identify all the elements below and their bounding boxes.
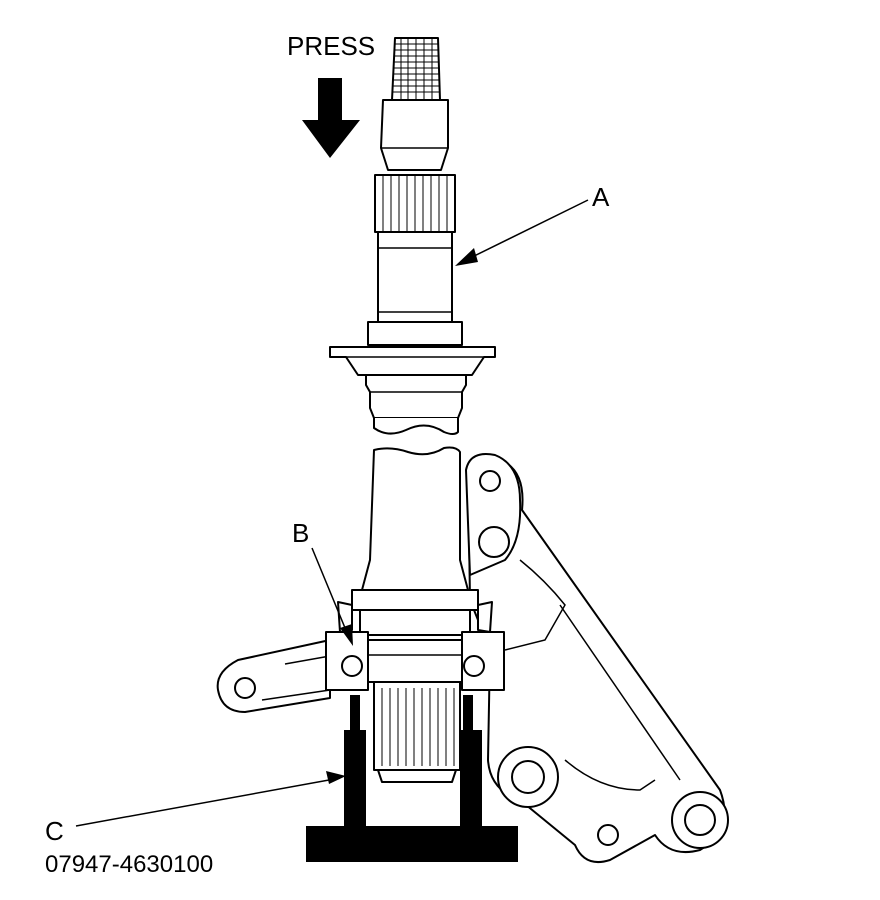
label-a: A [592, 182, 610, 212]
driveshaft-upper [329, 37, 496, 435]
leader-a [455, 199, 589, 266]
leader-b [311, 547, 353, 646]
leader-c [75, 771, 346, 827]
tool-part-number: 07947-4630100 [45, 851, 213, 878]
steering-knuckle [216, 453, 729, 864]
down-arrow-icon [302, 78, 360, 158]
label-c: C [45, 816, 64, 846]
press-label: PRESS [287, 31, 375, 61]
label-b: B [292, 518, 309, 548]
support-tool-c [306, 695, 518, 862]
